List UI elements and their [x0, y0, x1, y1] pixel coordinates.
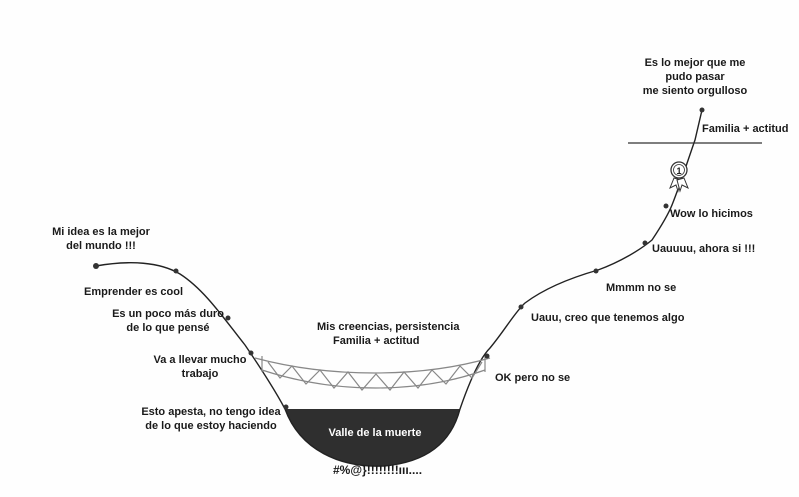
- stage-label-harder: Es un poco más duro de lo que pensé: [112, 308, 224, 334]
- medal-number: 1: [676, 166, 681, 176]
- journey-curve: [95, 109, 703, 467]
- stage-dot-harder: [225, 315, 231, 321]
- medal-icon: 1: [669, 161, 689, 193]
- stage-dot-wow: [663, 203, 669, 209]
- top-family-attitude-label: Familia + actitud: [702, 123, 789, 135]
- stage-label-best-thing: Es lo mejor que me pudo pasar me siento …: [642, 57, 748, 97]
- stage-label-we-have-something: Uauu, creo que tenemos algo: [531, 312, 685, 324]
- stage-dot-sucks: [283, 404, 289, 410]
- bridge-top-rail: [254, 357, 491, 374]
- stage-label-best-idea: Mi idea es la mejor del mundo !!!: [52, 226, 150, 252]
- stage-label-lots-of-work: Va a llevar mucho trabajo: [153, 354, 247, 380]
- stage-dot-yes: [642, 240, 648, 246]
- stage-dot-cool: [173, 268, 179, 274]
- stage-dot-something: [518, 304, 524, 310]
- bridge: [254, 356, 491, 391]
- stage-dot-start: [93, 263, 99, 269]
- stage-label-we-did-it: Wow lo hicimos: [670, 208, 753, 220]
- valley-of-death-label: Valle de la muerte: [328, 427, 422, 439]
- bridge-bottom-rail: [261, 369, 486, 389]
- stage-dot-ok: [484, 353, 490, 359]
- bridge-label: Mis creencias, persistencia Familia + ac…: [317, 321, 460, 347]
- stage-dot-work: [248, 350, 254, 356]
- stage-label-this-sucks: Esto apesta, no tengo idea de lo que est…: [141, 406, 281, 432]
- bridge-truss: [267, 361, 483, 391]
- stage-label-mmm: Mmmm no se: [606, 282, 677, 294]
- curse-label: #%@}!!!!!!!!ııı....: [333, 463, 423, 477]
- stage-label-cool: Emprender es cool: [84, 286, 184, 298]
- stage-dot-top: [699, 107, 705, 113]
- stage-label-now-yes: Uauuuu, ahora si !!!: [652, 243, 756, 255]
- stage-label-ok-not-sure: OK pero no se: [495, 372, 571, 384]
- stage-dot-mmm: [593, 268, 599, 274]
- valley-of-death-fill: [285, 409, 460, 467]
